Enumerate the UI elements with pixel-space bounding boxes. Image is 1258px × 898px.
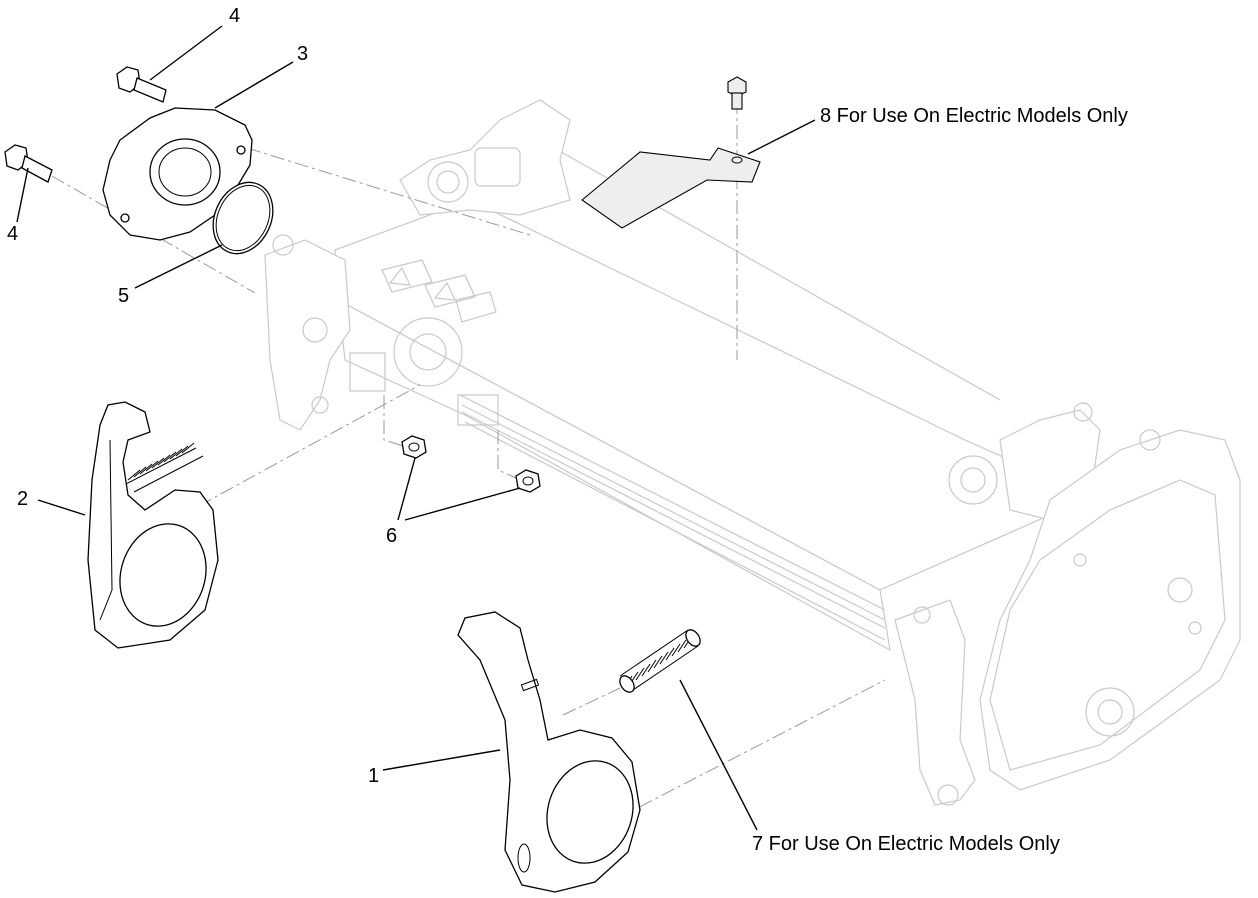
- left-end-nut: [311, 396, 329, 414]
- decal-triangle-1: [388, 266, 411, 286]
- callout-5: 5: [118, 285, 129, 307]
- leader-5: [134, 244, 223, 289]
- decal-group: [381, 259, 497, 323]
- leader-4-upper: [149, 25, 223, 81]
- callout-4-lower: 4: [7, 223, 18, 245]
- frame-rail-1: [459, 394, 886, 611]
- callout-7: 7 For Use On Electric Models Only: [752, 833, 1060, 855]
- leader-2: [37, 499, 86, 516]
- cover-plate-bolt: [727, 76, 747, 110]
- leader-1: [382, 749, 501, 771]
- left-motor-ghost: [474, 147, 521, 187]
- callout-8: 8 For Use On Electric Models Only: [820, 105, 1128, 127]
- callout-4-upper: 4: [229, 5, 240, 27]
- frame-rail-4: [464, 421, 886, 641]
- callout-3: 3: [297, 43, 308, 65]
- gearbox-boss-inner: [1097, 699, 1123, 725]
- frame-rail-2: [461, 404, 886, 621]
- decal-1: [381, 259, 433, 293]
- spring-right: [619, 629, 701, 693]
- right-gearbox-housing: [979, 429, 1241, 791]
- flange-bolt-lower: [4, 144, 53, 183]
- decal-3: [455, 291, 497, 323]
- adjuster-bracket-right: [457, 611, 641, 893]
- bracket-1-slot: [520, 678, 540, 692]
- gearbox-screw-2: [1073, 553, 1087, 567]
- left-end-plate: [264, 239, 351, 431]
- cover-plate-hole: [731, 156, 743, 164]
- stud-block-right: [457, 394, 499, 426]
- left-knob-inner: [436, 170, 460, 194]
- flange-hole-bottom: [120, 213, 130, 223]
- right-end-plate: [894, 599, 976, 806]
- bearing-housing-flange: [102, 107, 253, 241]
- gearbox-screw-1: [1188, 621, 1202, 635]
- decal-2: [424, 274, 476, 308]
- gearbox-boss: [1085, 687, 1135, 737]
- center-pulley-inner: [409, 333, 447, 371]
- leader-3: [214, 61, 294, 109]
- right-bolt-ghost: [1073, 402, 1093, 422]
- stud-block-left: [349, 352, 386, 392]
- right-end-bolt: [913, 606, 931, 624]
- lock-nut-upper: [401, 435, 427, 459]
- frame-assembly-ghost: [264, 99, 1241, 806]
- leader-7: [679, 679, 758, 831]
- right-end-nut: [937, 784, 959, 806]
- center-pulley-ghost: [393, 317, 463, 387]
- right-knob-inner: [960, 467, 986, 493]
- cover-plate: [581, 147, 761, 229]
- decal-triangle-2: [433, 281, 456, 301]
- bracket-1-lower-slot: [517, 843, 531, 873]
- flange-hole-top: [236, 145, 246, 155]
- bracket-2-ring-hole: [119, 523, 207, 627]
- leader-lines: [16, 25, 816, 831]
- align-nut-1: [383, 395, 411, 449]
- gearbox-top-bolt: [1139, 429, 1161, 451]
- flange-bore-outer: [149, 138, 221, 206]
- left-bolt-head-ghost: [272, 234, 294, 256]
- align-spring-7: [562, 687, 621, 716]
- right-knob-ghost: [948, 455, 998, 505]
- spring-left: [125, 442, 204, 493]
- o-ring-seal: [212, 181, 274, 255]
- o-ring-seal-inner: [215, 184, 271, 252]
- gearbox-cover-inner: [989, 479, 1226, 771]
- left-rear-bracket: [399, 99, 571, 216]
- leader-6b: [404, 487, 521, 521]
- gearbox-cap: [1167, 577, 1193, 603]
- flange-bolt-upper: [116, 66, 167, 103]
- bracket-1-ring-hole: [546, 760, 634, 864]
- callout-6: 6: [386, 525, 397, 547]
- align-bolt-lower: [51, 175, 256, 294]
- callout-2: 2: [17, 488, 28, 510]
- flange-bore-inner: [158, 147, 212, 197]
- left-knob-ghost: [427, 161, 469, 203]
- leader-8: [747, 119, 816, 155]
- leader-6a: [397, 457, 416, 521]
- leader-4-lower: [16, 167, 29, 223]
- frame-rail-3: [461, 411, 886, 629]
- align-bracket-1: [594, 679, 886, 831]
- left-end-hole: [302, 317, 328, 343]
- adjuster-bracket-left: [87, 401, 219, 649]
- callout-1: 1: [368, 765, 379, 787]
